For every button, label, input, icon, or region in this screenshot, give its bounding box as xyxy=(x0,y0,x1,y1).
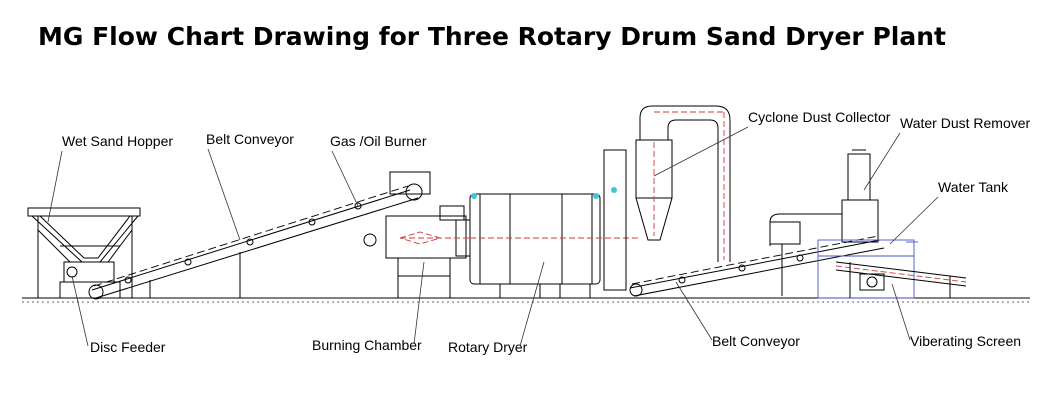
label-burning-chamber: Burning Chamber xyxy=(312,261,425,353)
label-text: Viberating Screen xyxy=(910,333,1021,349)
ground xyxy=(22,297,1030,303)
rotary-dryer xyxy=(469,193,640,299)
label-text: Gas /Oil Burner xyxy=(330,133,427,149)
label-text: Water Dust Remover xyxy=(900,115,1031,131)
label-rotary-dryer: Rotary Dryer xyxy=(448,261,545,355)
label-disc-feeder: Disc Feeder xyxy=(71,275,166,355)
page-title: MG Flow Chart Drawing for Three Rotary D… xyxy=(38,22,946,51)
wet-sand-hopper xyxy=(27,207,141,299)
label-water-dust-remover: Water Dust Remover xyxy=(863,115,1031,191)
label-text: Disc Feeder xyxy=(90,339,166,355)
label-text: Wet Sand Hopper xyxy=(62,133,173,149)
label-vibrating-screen: Viberating Screen xyxy=(891,283,1021,349)
label-water-tank: Water Tank xyxy=(889,179,1009,245)
label-text: Burning Chamber xyxy=(312,337,422,353)
belt-conveyor-1 xyxy=(88,171,431,300)
label-text: Belt Conveyor xyxy=(712,333,800,349)
label-wet-sand-hopper: Wet Sand Hopper xyxy=(47,133,173,223)
water-tank xyxy=(817,239,918,299)
vibrating-screen xyxy=(835,261,967,298)
label-gas-oil-burner: Gas /Oil Burner xyxy=(330,133,427,207)
label-belt-conveyor-1: Belt Conveyor xyxy=(206,131,294,241)
label-text: Water Tank xyxy=(938,179,1009,195)
water-dust-remover xyxy=(769,149,879,296)
label-text: Rotary Dryer xyxy=(448,339,528,355)
belt-conveyor-2 xyxy=(629,235,885,297)
label-text: Cyclone Dust Collector xyxy=(748,109,891,125)
burning-chamber xyxy=(363,205,471,298)
label-cyclone-dust-collector: Cyclone Dust Collector xyxy=(653,109,891,177)
label-belt-conveyor-2: Belt Conveyor xyxy=(675,281,800,349)
label-text: Belt Conveyor xyxy=(206,131,294,147)
cyclone-dust-collector xyxy=(603,105,731,291)
